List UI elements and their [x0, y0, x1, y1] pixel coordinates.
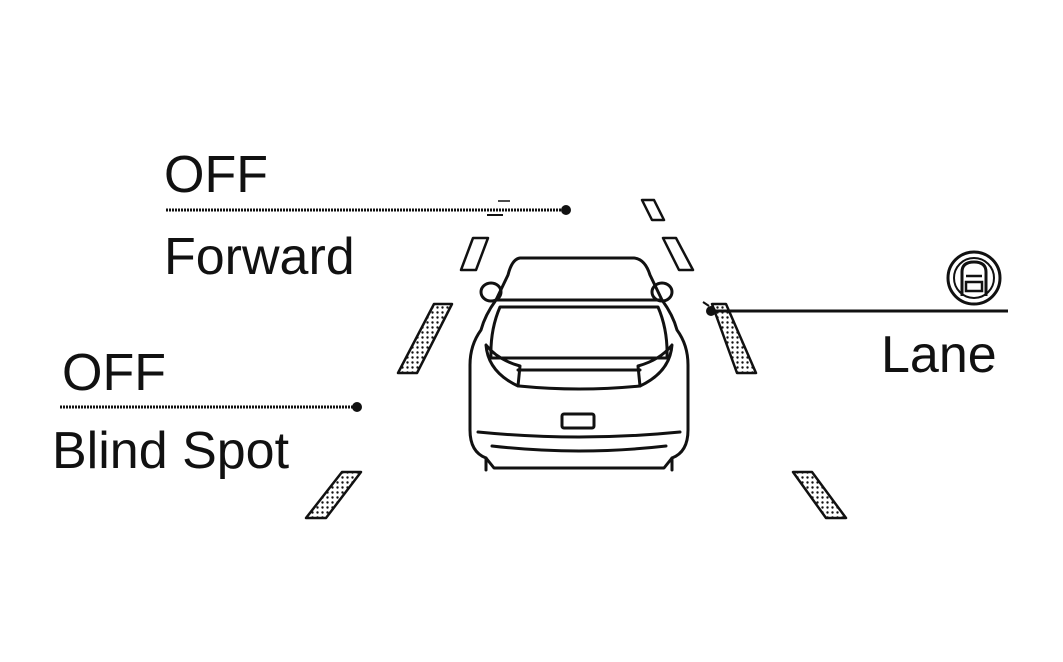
- lane-dash-right-top: [640, 198, 666, 222]
- lane-dash-right-mid: [710, 302, 758, 375]
- forward-status-text: OFF: [164, 146, 268, 204]
- forward-pointer-dot: [561, 205, 571, 215]
- car-rear-view-icon: [468, 256, 690, 472]
- lane-markings: [304, 198, 848, 520]
- lane-callout: Lane: [702, 250, 1008, 384]
- blind-spot-pointer-dot: [352, 402, 362, 412]
- lane-label-text: Lane: [881, 326, 997, 384]
- lane-dash-right-near: [791, 470, 848, 520]
- lane-dash-left-mid: [396, 302, 454, 375]
- forward-label-text: Forward: [164, 228, 355, 286]
- lane-dash-right-far: [661, 236, 695, 272]
- lane-pointer-dot: [706, 306, 716, 316]
- lane-assist-icon: [946, 250, 1002, 306]
- blind-spot-label-text: Blind Spot: [52, 422, 290, 480]
- lane-dash-left-far: [459, 236, 490, 272]
- lane-dash-left-near: [304, 470, 363, 520]
- forward-callout: OFF Forward: [164, 146, 571, 286]
- blind-spot-callout: OFF Blind Spot: [52, 344, 362, 480]
- blind-spot-status-text: OFF: [62, 344, 166, 402]
